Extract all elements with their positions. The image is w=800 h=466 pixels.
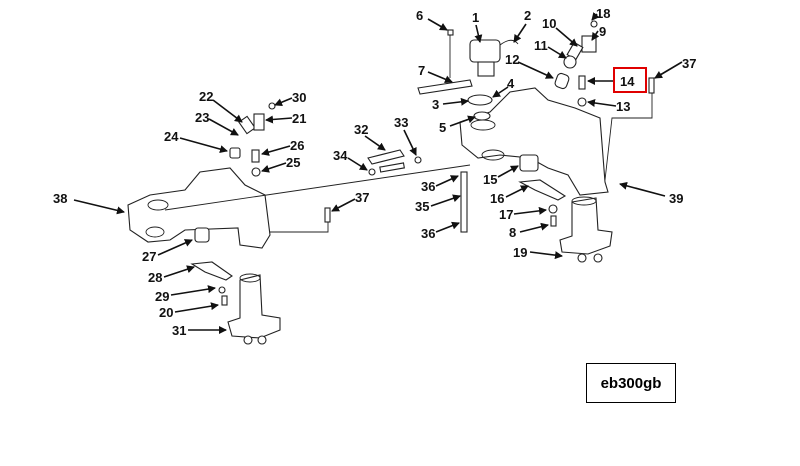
callout-3-label-12[interactable]: 3 <box>432 97 439 112</box>
left-rocker-frame <box>127 167 329 249</box>
callout-arrow <box>619 181 666 197</box>
callout-29-label-38[interactable]: 29 <box>155 289 169 304</box>
callout-arrow <box>591 30 600 41</box>
callout-15-label-25[interactable]: 15 <box>483 172 497 187</box>
callout-18-label-3[interactable]: 18 <box>596 6 610 21</box>
callout-24-label-19[interactable]: 24 <box>164 129 179 144</box>
callout-35-label-30[interactable]: 35 <box>415 199 429 214</box>
callout-39-label-28[interactable]: 39 <box>669 191 683 206</box>
drawing-code-label: eb300gb <box>586 363 676 403</box>
callout-arrow <box>547 46 567 59</box>
callout-33-label-21[interactable]: 33 <box>394 115 408 130</box>
callout-17-label-32[interactable]: 17 <box>499 207 513 222</box>
callout-arrow <box>331 198 356 212</box>
callout-21-label-17[interactable]: 21 <box>292 111 306 126</box>
callout-6-label-2[interactable]: 6 <box>416 8 423 23</box>
right-rocker-frame <box>459 87 653 196</box>
callout-arrow <box>654 61 683 79</box>
callout-arrow <box>449 115 476 127</box>
callout-arrow <box>163 265 195 278</box>
callout-arrow <box>435 221 460 233</box>
callout-arrow <box>513 23 527 43</box>
callout-arrow <box>261 162 287 173</box>
highlighted-callout-box <box>613 67 647 93</box>
callout-arrow <box>474 24 483 43</box>
callout-10-label-4[interactable]: 10 <box>542 16 556 31</box>
callout-arrow <box>435 175 459 187</box>
callout-arrow <box>427 71 453 83</box>
callout-arrow <box>427 18 448 31</box>
callout-arrows <box>73 12 683 334</box>
callout-38-label-29[interactable]: 38 <box>53 191 67 206</box>
left-pedestal <box>227 273 281 345</box>
callout-arrow <box>174 302 219 313</box>
callout-arrow <box>555 27 578 47</box>
right-pedestal <box>559 196 613 263</box>
callout-arrow <box>587 99 617 107</box>
callout-arrow <box>274 97 293 107</box>
callout-arrow <box>492 86 509 98</box>
callout-8-label-34[interactable]: 8 <box>509 225 516 240</box>
callout-arrow <box>403 129 417 156</box>
callout-12-label-8[interactable]: 12 <box>505 52 519 67</box>
right-small-parts <box>417 20 655 227</box>
callout-7-label-7[interactable]: 7 <box>418 63 425 78</box>
callout-13-label-13[interactable]: 13 <box>616 99 630 114</box>
callout-25-label-23[interactable]: 25 <box>286 155 300 170</box>
callout-arrow <box>157 239 193 256</box>
drawing-code-text: eb300gb <box>600 374 662 392</box>
callout-9-label-5[interactable]: 9 <box>599 24 606 39</box>
callout-arrow <box>513 206 547 215</box>
callout-30-label-15[interactable]: 30 <box>292 90 306 105</box>
callout-36-label-26[interactable]: 36 <box>421 179 435 194</box>
callout-5-label-14[interactable]: 5 <box>439 120 446 135</box>
callout-arrow <box>517 61 554 79</box>
callout-31-label-40[interactable]: 31 <box>172 323 186 338</box>
callout-36-label-33[interactable]: 36 <box>421 226 435 241</box>
tie-rod <box>164 149 471 233</box>
callout-4-label-11[interactable]: 4 <box>507 76 515 91</box>
callout-32-label-20[interactable]: 32 <box>354 122 368 137</box>
callout-20-label-39[interactable]: 20 <box>159 305 173 320</box>
callout-14-label-9[interactable]: 14 <box>620 74 635 89</box>
callout-37-label-10[interactable]: 37 <box>682 56 696 71</box>
callout-arrow <box>261 145 291 156</box>
callout-11-label-6[interactable]: 11 <box>534 38 548 53</box>
callout-28-label-37[interactable]: 28 <box>148 270 162 285</box>
callout-1-label-0[interactable]: 1 <box>472 10 479 25</box>
callout-arrow <box>442 97 469 106</box>
callout-arrow <box>347 157 368 171</box>
callout-26-label-22[interactable]: 26 <box>290 138 304 153</box>
callout-16-label-27[interactable]: 16 <box>490 191 504 206</box>
callout-arrow <box>497 165 519 178</box>
callout-arrow <box>591 12 600 21</box>
callout-27-label-35[interactable]: 27 <box>142 249 156 264</box>
callout-arrow <box>364 135 386 151</box>
callout-22-label-16[interactable]: 22 <box>199 89 213 104</box>
callout-23-label-18[interactable]: 23 <box>195 110 209 125</box>
callout-19-label-36[interactable]: 19 <box>513 245 527 260</box>
callout-arrow <box>170 285 216 296</box>
callout-arrow <box>212 99 243 123</box>
callout-34-label-24[interactable]: 34 <box>333 148 348 163</box>
callout-2-label-1[interactable]: 2 <box>524 8 531 23</box>
callout-arrow <box>73 199 125 215</box>
callout-37-label-31[interactable]: 37 <box>355 190 369 205</box>
left-small-parts <box>190 102 331 306</box>
callout-arrow <box>505 185 529 198</box>
callout-arrow <box>179 137 228 153</box>
callout-arrow <box>208 118 239 136</box>
callout-arrow <box>529 251 563 260</box>
callout-arrow <box>430 194 461 207</box>
callout-arrow <box>519 222 549 233</box>
callout-arrow <box>265 115 293 124</box>
